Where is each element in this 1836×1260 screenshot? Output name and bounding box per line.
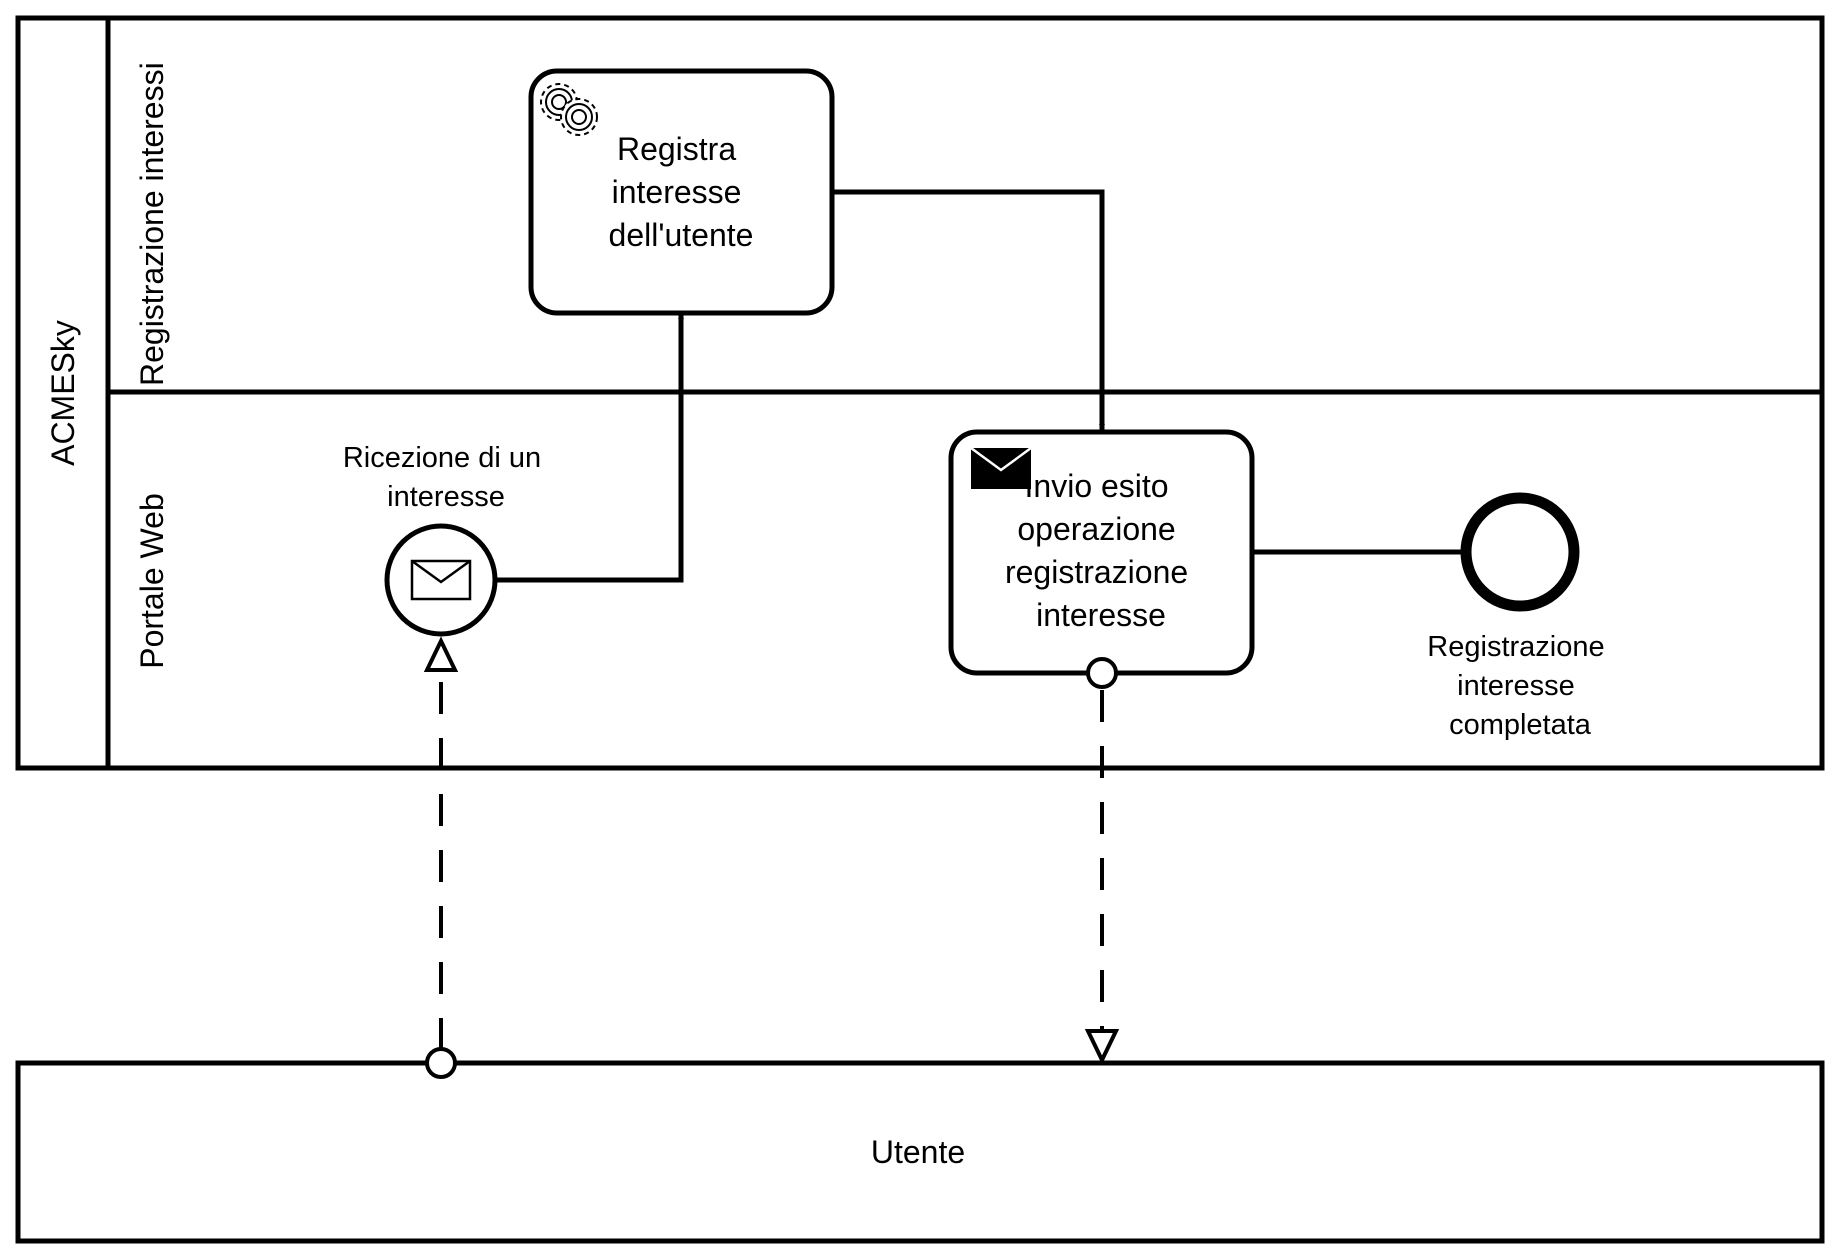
task-invio-esito[interactable]: Invio esito operazione registrazione int… (948, 429, 1255, 689)
task-registra-box (528, 68, 835, 316)
message-flow-source-circle (425, 1047, 457, 1079)
envelope-icon (410, 559, 472, 601)
pool-acmesky-label: ACMESky (45, 320, 81, 466)
end-event-label: Registrazione interesse completata (1427, 631, 1612, 741)
message-flow-arrowhead (423, 636, 459, 672)
start-event-label: Ricezione di un interesse (343, 442, 549, 513)
task-registra-label: Registra interesse dell'utente (609, 131, 754, 253)
task-invio-line: Invio esito (1025, 468, 1169, 504)
message-flow-arrowhead (1084, 1029, 1120, 1065)
task-invio-line: registrazione (1005, 554, 1188, 590)
lane-registrazione-label: Registrazione interessi (134, 62, 170, 386)
end-event-label-line: completata (1449, 709, 1592, 741)
sequence-flow-registra-to-invio[interactable] (832, 189, 1105, 430)
task-invio-label: Invio esito operazione registrazione int… (1005, 468, 1197, 633)
task-invio-line: interesse (1036, 597, 1166, 633)
start-event-ricezione[interactable]: Ricezione di un interesse (343, 442, 549, 637)
lane-portale-label: Portale Web (134, 493, 170, 669)
lane-registrazione-interessi[interactable]: Registrazione interessi (134, 62, 170, 386)
task-invio-line: operazione (1017, 511, 1175, 547)
message-flow-source-circle (1086, 657, 1118, 689)
gear-icon (540, 83, 598, 136)
start-event-label-line: interesse (387, 481, 505, 513)
pool-utente[interactable]: Utente (15, 1060, 1825, 1244)
pool-utente-label: Utente (871, 1134, 965, 1170)
message-flow-invio-to-utente[interactable] (1084, 690, 1120, 1065)
end-event-registrazione-completata[interactable]: Registrazione interesse completata (1427, 492, 1612, 741)
end-event-label-line: Registrazione (1427, 631, 1604, 663)
pool-utente-border (15, 1060, 1825, 1244)
start-event-label-line: Ricezione di un (343, 442, 541, 474)
task-registra-line: dell'utente (609, 217, 754, 253)
message-flow-utente-to-start[interactable] (423, 636, 459, 1079)
envelope-filled-icon (970, 446, 1032, 489)
end-event-circle (1460, 492, 1580, 612)
task-registra-line: interesse (612, 174, 742, 210)
lane-portale-web[interactable]: Portale Web (134, 493, 170, 669)
task-registra-line: Registra (617, 131, 736, 167)
end-event-label-line: interesse (1457, 670, 1575, 702)
sequence-flow-start-to-registra[interactable] (495, 313, 684, 583)
task-registra-interesse[interactable]: Registra interesse dell'utente (528, 68, 835, 316)
